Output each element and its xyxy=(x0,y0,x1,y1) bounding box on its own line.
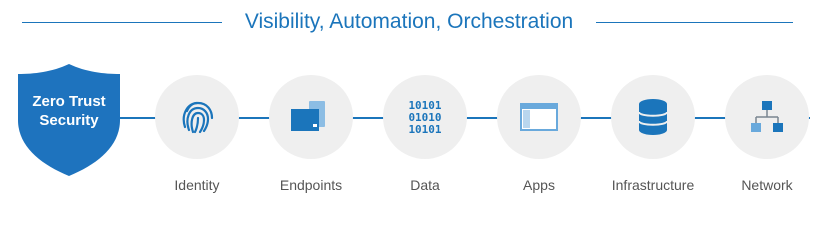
header-rule-right xyxy=(596,22,793,23)
pillar-infrastructure xyxy=(611,75,695,159)
pillar-label-infrastructure: Infrastructure xyxy=(611,177,695,193)
header-rule-left xyxy=(22,22,222,23)
pillar-label-data: Data xyxy=(410,177,440,193)
database-icon xyxy=(638,99,668,135)
app-window-icon xyxy=(520,103,558,131)
shield-text: Zero Trust Security xyxy=(16,92,122,130)
pillar-data: 10101 01010 10101 xyxy=(383,75,467,159)
pillar-label-identity: Identity xyxy=(174,177,220,193)
network-topology-icon xyxy=(751,101,783,132)
pillar-apps xyxy=(497,75,581,159)
devices-icon xyxy=(291,101,325,131)
data-row-2: 01010 xyxy=(408,111,441,124)
binary-data-icon: 10101 01010 10101 xyxy=(408,99,441,136)
zero-trust-shield: Zero Trust Security xyxy=(16,62,122,178)
pillar-network xyxy=(725,75,809,159)
fingerprint-icon xyxy=(182,101,214,134)
pillar-label-endpoints: Endpoints xyxy=(279,177,343,193)
shield-line-2: Security xyxy=(39,112,99,129)
data-row-1: 10101 xyxy=(408,99,441,112)
shield-line-1: Zero Trust xyxy=(32,93,106,110)
data-row-3: 10101 xyxy=(408,123,441,136)
shield-icon xyxy=(18,64,120,176)
pillar-endpoints xyxy=(269,75,353,159)
header-title: Visibility, Automation, Orchestration xyxy=(244,10,574,33)
pillar-label-apps: Apps xyxy=(523,177,555,193)
pillar-identity xyxy=(155,75,239,159)
pillar-label-network: Network xyxy=(741,177,793,193)
